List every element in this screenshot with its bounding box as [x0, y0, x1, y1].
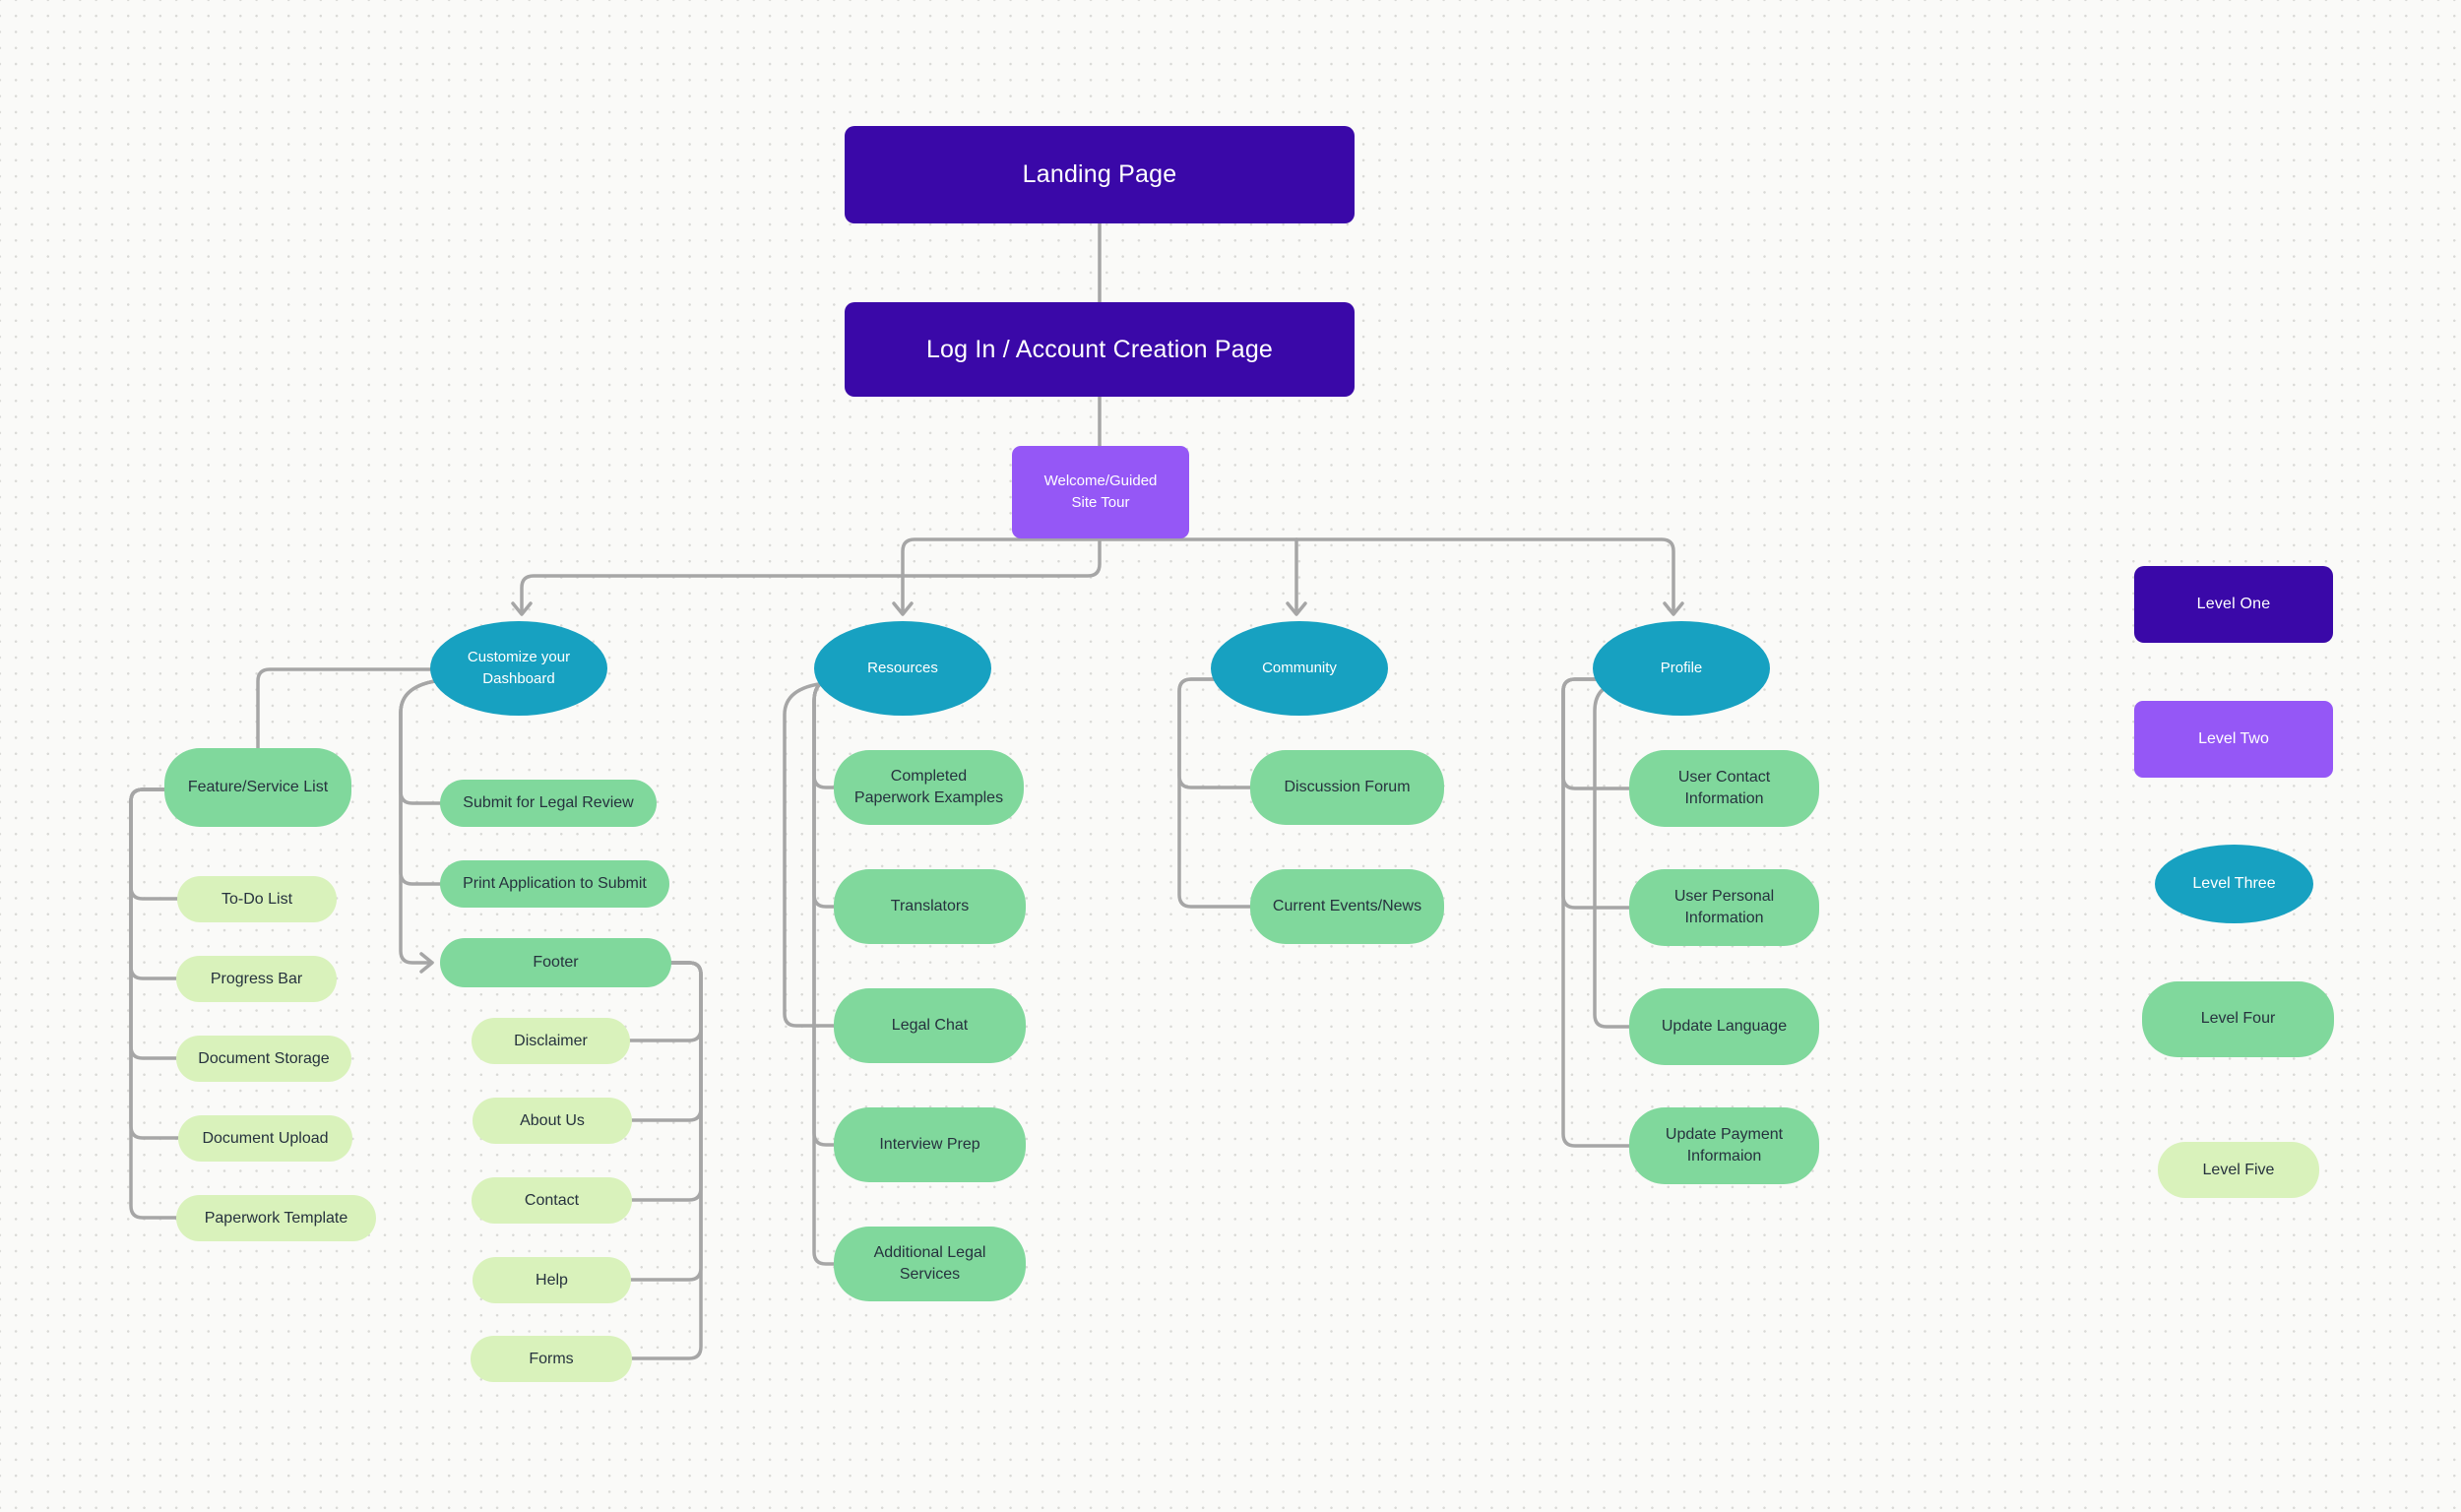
- node-additional-legal-services[interactable]: Additional Legal Services: [834, 1227, 1026, 1301]
- node-discussion-forum[interactable]: Discussion Forum: [1250, 750, 1444, 825]
- connector-customize-feature: [256, 667, 432, 750]
- legend-level-two[interactable]: Level Two: [2134, 701, 2333, 778]
- node-welcome-guided-site-tour[interactable]: Welcome/Guided Site Tour: [1012, 446, 1189, 538]
- node-interview-prep[interactable]: Interview Prep: [834, 1107, 1026, 1182]
- node-update-payment-information[interactable]: Update Payment Informaion: [1629, 1107, 1819, 1184]
- node-document-storage[interactable]: Document Storage: [176, 1036, 351, 1082]
- connector-profile-updatepayment: [1561, 677, 1631, 1148]
- node-forms[interactable]: Forms: [471, 1336, 632, 1382]
- node-resources[interactable]: Resources: [814, 621, 991, 716]
- node-landing-page[interactable]: Landing Page: [845, 126, 1355, 223]
- node-progress-bar[interactable]: Progress Bar: [176, 956, 337, 1002]
- node-completed-paperwork-examples[interactable]: Completed Paperwork Examples: [834, 750, 1024, 825]
- connector-profile-updatelanguage: [1593, 681, 1631, 1029]
- node-about-us[interactable]: About Us: [473, 1098, 632, 1144]
- legend-level-five[interactable]: Level Five: [2158, 1142, 2319, 1198]
- node-profile[interactable]: Profile: [1593, 621, 1770, 716]
- node-contact[interactable]: Contact: [472, 1177, 632, 1224]
- connector-footer-contact: [630, 961, 703, 1202]
- connector-customize-footer: [399, 678, 443, 965]
- connector-feature-paperwork: [129, 788, 178, 1220]
- connector-welcome-branch-bar: [901, 537, 1675, 614]
- node-legal-chat[interactable]: Legal Chat: [834, 988, 1026, 1063]
- node-submit-for-legal-review[interactable]: Submit for Legal Review: [440, 780, 657, 827]
- node-feature-service-list[interactable]: Feature/Service List: [164, 748, 351, 827]
- arrowhead-customize: [511, 601, 533, 616]
- node-login-account-creation-page[interactable]: Log In / Account Creation Page: [845, 302, 1355, 397]
- node-user-personal-information[interactable]: User Personal Information: [1629, 869, 1819, 946]
- legend-level-four[interactable]: Level Four: [2142, 981, 2334, 1057]
- node-paperwork-template[interactable]: Paperwork Template: [176, 1195, 376, 1241]
- node-help[interactable]: Help: [473, 1257, 631, 1303]
- arrowhead-community: [1286, 601, 1307, 616]
- connector-customize-submit: [399, 678, 443, 805]
- node-community[interactable]: Community: [1211, 621, 1388, 716]
- node-disclaimer[interactable]: Disclaimer: [472, 1018, 630, 1064]
- node-current-events-news[interactable]: Current Events/News: [1250, 869, 1444, 944]
- node-customize-your-dashboard[interactable]: Customize your Dashboard: [430, 621, 607, 716]
- node-update-language[interactable]: Update Language: [1629, 988, 1819, 1065]
- connector-resources-interview: [812, 677, 836, 1147]
- arrowhead-footer: [419, 952, 434, 974]
- legend-level-three[interactable]: Level Three: [2155, 845, 2313, 923]
- node-to-do-list[interactable]: To-Do List: [177, 876, 337, 922]
- connector-customize-print: [399, 678, 443, 886]
- node-print-application-to-submit[interactable]: Print Application to Submit: [440, 860, 669, 908]
- connector-footer-forms: [630, 961, 703, 1360]
- arrowhead-resources: [892, 601, 914, 616]
- node-document-upload[interactable]: Document Upload: [178, 1115, 352, 1162]
- connector-resources-legalchat: [783, 681, 836, 1028]
- connector-feature-upload: [129, 788, 180, 1140]
- connector-welcome-customize: [520, 536, 1102, 614]
- node-user-contact-information[interactable]: User Contact Information: [1629, 750, 1819, 827]
- node-translators[interactable]: Translators: [834, 869, 1026, 944]
- arrowhead-profile: [1663, 601, 1684, 616]
- connector-resources-translators: [812, 677, 836, 909]
- connector-feature-progress: [129, 788, 178, 980]
- connector-feature-storage: [129, 788, 178, 1060]
- node-footer[interactable]: Footer: [440, 938, 671, 987]
- connector-resources-additional: [812, 677, 836, 1266]
- legend-level-one[interactable]: Level One: [2134, 566, 2333, 643]
- connector-community-current: [1177, 677, 1252, 909]
